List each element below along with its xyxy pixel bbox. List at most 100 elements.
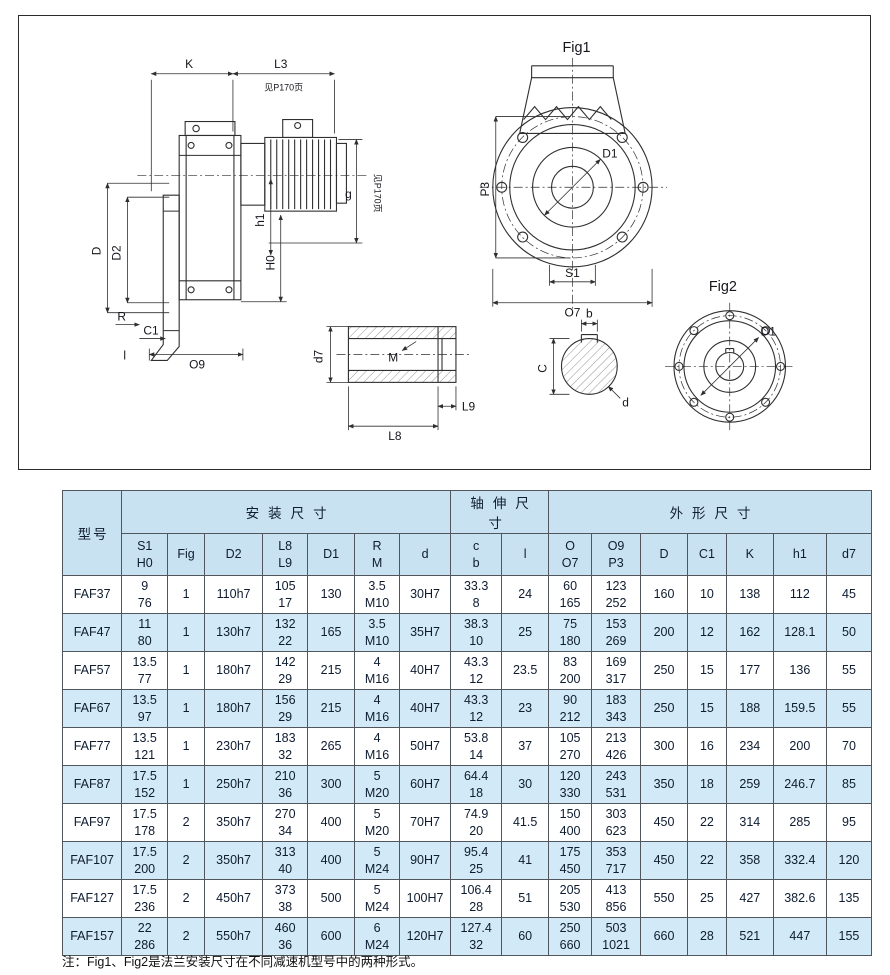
data-cell: 12 xyxy=(687,613,727,652)
data-cell: 120H7 xyxy=(399,917,452,956)
model-cell: FAF97 xyxy=(61,803,123,842)
data-cell: 300 xyxy=(640,727,689,766)
data-cell: 136 xyxy=(772,651,827,690)
dim-label-C: C xyxy=(536,364,550,373)
data-cell: 200 xyxy=(640,613,689,652)
dim-label-S1: S1 xyxy=(565,266,580,280)
data-cell: 230h7 xyxy=(203,727,264,766)
model-cell: FAF107 xyxy=(61,841,123,880)
data-cell: 95 xyxy=(825,803,873,842)
footnote: 注：Fig1、Fig2是法兰安装尺寸在不同减速机型号中的两种形式。 xyxy=(62,955,424,969)
dim-label-D: D xyxy=(90,246,104,255)
column-header: Fig xyxy=(167,533,205,576)
model-cell: FAF47 xyxy=(61,613,123,652)
data-cell: 128.1 xyxy=(772,613,827,652)
data-cell: 30 xyxy=(501,765,550,804)
model-cell: FAF127 xyxy=(61,879,123,918)
data-cell: 1 xyxy=(167,651,205,690)
data-cell: 41.5 xyxy=(501,803,550,842)
dim-label-D2: D2 xyxy=(109,245,123,261)
data-cell: 259 xyxy=(725,765,774,804)
dim-label-d7: d7 xyxy=(312,349,326,363)
dim-label-M: M xyxy=(388,350,398,364)
table-group-header-row: 型号 安装尺寸 轴伸尺寸 外形尺寸 xyxy=(61,490,872,576)
data-cell: 25 xyxy=(501,613,550,652)
dim-label-L8: L8 xyxy=(388,429,402,443)
column-header: C1 xyxy=(687,533,727,576)
column-header: D1 xyxy=(307,533,356,576)
data-cell: 447 xyxy=(772,917,827,956)
model-cell: FAF37 xyxy=(61,575,123,614)
data-cell: 215 xyxy=(307,651,356,690)
data-cell: 30H7 xyxy=(399,575,452,614)
data-cell: 1 xyxy=(167,765,205,804)
data-cell: 215 xyxy=(307,689,356,728)
data-cell: 55 xyxy=(825,651,873,690)
data-cell: 55 xyxy=(825,689,873,728)
side-view-dimensions xyxy=(105,71,363,361)
data-cell: 246.7 xyxy=(772,765,827,804)
data-cell: 450h7 xyxy=(203,879,264,918)
column-header: h1 xyxy=(772,533,827,576)
technical-drawing-panel: K L3 见P170页 g 见P170页 h1 H0 D D2 R C1 l O… xyxy=(18,15,871,470)
dim-label-l-side: l xyxy=(123,348,126,362)
dim-label-R: R xyxy=(117,310,126,324)
data-cell: 130h7 xyxy=(203,613,264,652)
data-cell: 400 xyxy=(307,841,356,880)
dim-label-C1: C1 xyxy=(143,324,159,338)
data-cell: 22 xyxy=(687,803,727,842)
bore-section-drawing: b C d xyxy=(536,307,629,410)
data-cell: 16 xyxy=(687,727,727,766)
column-header: d xyxy=(399,533,452,576)
dim-label-H0: H0 xyxy=(264,255,278,271)
data-cell: 15 xyxy=(687,651,727,690)
group-header-install-dims: 安装尺寸 xyxy=(121,490,452,534)
dim-label-L9: L9 xyxy=(462,399,476,413)
dim-label-b: b xyxy=(586,307,593,321)
data-cell: 85 xyxy=(825,765,873,804)
data-cell: 250 xyxy=(640,651,689,690)
data-cell: 70H7 xyxy=(399,803,452,842)
data-cell: 22 xyxy=(687,841,727,880)
model-cell: FAF87 xyxy=(61,765,123,804)
dim-label-P3: P3 xyxy=(478,182,492,197)
fig2-label: Fig2 xyxy=(709,279,737,295)
data-cell: 2 xyxy=(167,917,205,956)
data-cell: 300 xyxy=(307,765,356,804)
